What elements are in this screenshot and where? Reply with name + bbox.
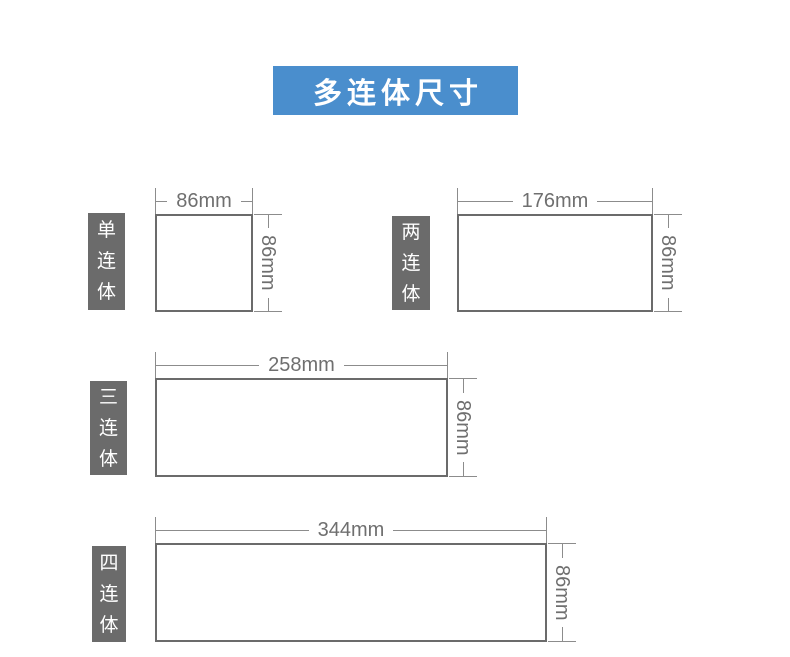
dimension-line bbox=[155, 529, 309, 531]
height-dimension-single: 86mm bbox=[254, 214, 282, 313]
width-value-quad: 344mm bbox=[317, 519, 385, 541]
dimension-line bbox=[343, 364, 449, 366]
page-title: 多连体尺寸 bbox=[312, 77, 483, 110]
dimension-tick bbox=[652, 188, 653, 214]
dimension-tick bbox=[447, 352, 448, 378]
panel-rect-double bbox=[457, 214, 653, 312]
dimension-line bbox=[462, 462, 464, 478]
dimension-line bbox=[561, 627, 563, 643]
dimension-line bbox=[462, 378, 464, 393]
label-text-single: 单连体 bbox=[96, 220, 116, 303]
dimension-line bbox=[267, 297, 269, 313]
dimension-tick bbox=[449, 476, 477, 477]
width-value-single: 86mm bbox=[176, 190, 232, 212]
dimension-tick bbox=[546, 517, 547, 543]
label-tab-single: 单连体 bbox=[88, 213, 125, 310]
dimension-tick bbox=[155, 188, 156, 214]
dimension-line bbox=[240, 200, 254, 202]
label-text-double: 两连体 bbox=[401, 221, 421, 305]
dimension-tick bbox=[457, 188, 458, 214]
dimension-line bbox=[597, 200, 654, 202]
dimension-tick bbox=[548, 641, 576, 642]
label-tab-double: 两连体 bbox=[392, 216, 430, 310]
panel-rect-quad bbox=[155, 543, 547, 642]
dimension-line bbox=[155, 200, 168, 202]
width-dimension-double: 176mm bbox=[457, 188, 654, 214]
panel-rect-single bbox=[155, 214, 253, 312]
dimension-line bbox=[667, 297, 669, 313]
height-value-triple: 86mm bbox=[452, 399, 474, 456]
label-tab-triple: 三连体 bbox=[90, 381, 127, 475]
label-text-quad: 四连体 bbox=[99, 552, 119, 636]
width-value-triple: 258mm bbox=[268, 354, 335, 376]
height-dimension-triple: 86mm bbox=[449, 378, 477, 478]
dimension-line bbox=[457, 200, 513, 202]
width-dimension-quad: 344mm bbox=[155, 517, 548, 543]
dimension-line bbox=[393, 529, 548, 531]
panel-rect-triple bbox=[155, 378, 448, 477]
label-tab-quad: 四连体 bbox=[92, 546, 126, 642]
dimension-tick bbox=[155, 517, 156, 543]
label-text-triple: 三连体 bbox=[98, 386, 118, 470]
dimension-tick bbox=[254, 214, 282, 215]
dimension-line bbox=[267, 214, 269, 229]
width-dimension-single: 86mm bbox=[155, 188, 254, 214]
dimension-tick bbox=[449, 378, 477, 379]
dimension-tick bbox=[252, 188, 253, 214]
height-value-double: 86mm bbox=[657, 235, 679, 291]
title-banner: 多连体尺寸 bbox=[273, 66, 518, 115]
height-dimension-double: 86mm bbox=[654, 214, 682, 313]
height-dimension-quad: 86mm bbox=[548, 543, 576, 643]
dimension-line bbox=[155, 364, 260, 366]
dimension-tick bbox=[155, 352, 156, 378]
dimension-line bbox=[667, 214, 669, 229]
width-dimension-triple: 258mm bbox=[155, 352, 449, 378]
width-value-double: 176mm bbox=[521, 190, 589, 212]
dimension-tick bbox=[654, 214, 682, 215]
dimension-tick bbox=[254, 311, 282, 312]
dimension-tick bbox=[654, 311, 682, 312]
height-value-single: 86mm bbox=[257, 235, 279, 291]
height-value-quad: 86mm bbox=[551, 564, 573, 621]
dimension-line bbox=[561, 543, 563, 558]
dimension-tick bbox=[548, 543, 576, 544]
